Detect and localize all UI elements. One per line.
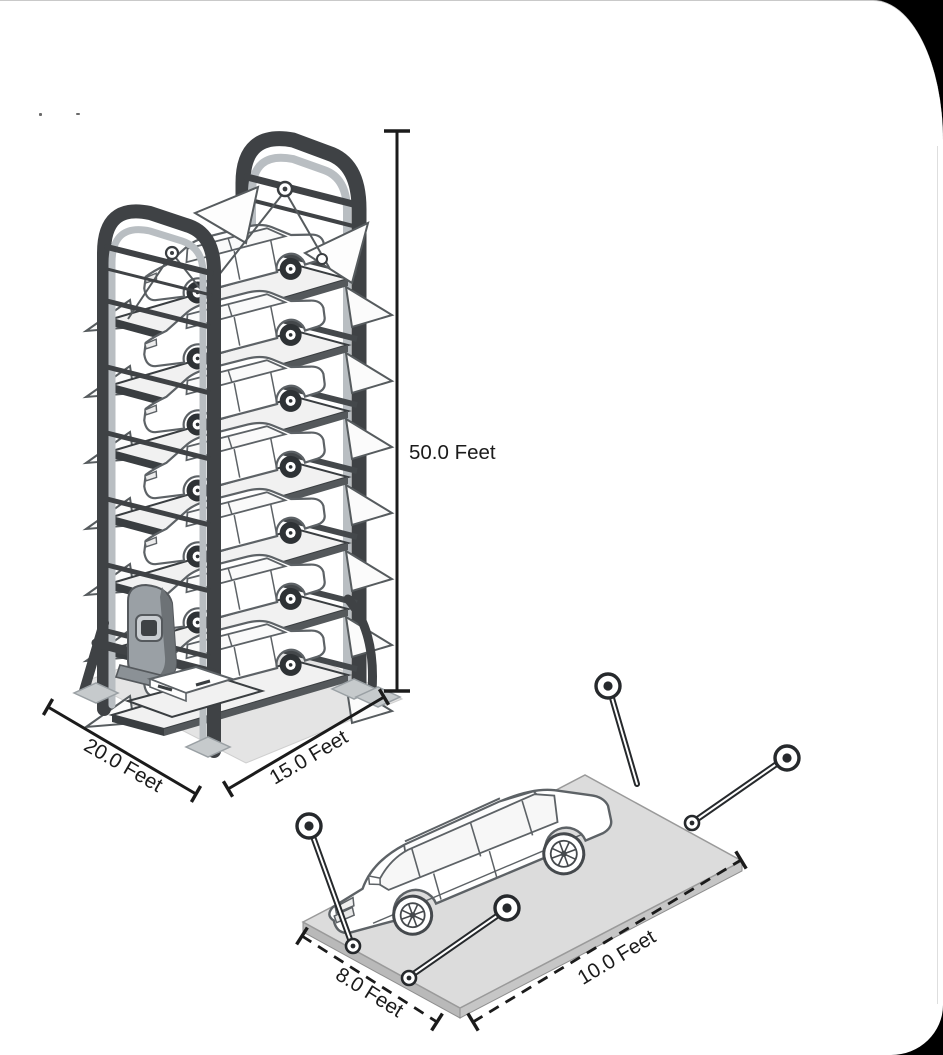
- ground-pallet: [124, 665, 266, 719]
- right-edge-line: [937, 146, 938, 1004]
- corner-pin-right: [683, 744, 801, 832]
- speck-dot: [39, 113, 42, 116]
- corner-pin-front: [400, 894, 521, 987]
- rotary-tower-illustration: [72, 131, 404, 764]
- tower-base: [72, 594, 402, 758]
- dimension-label-tower-width: 20.0 Feet: [80, 734, 167, 797]
- rear-wheel: [542, 832, 586, 876]
- front-wheel: [392, 894, 434, 936]
- corner-pin-left: [295, 812, 362, 955]
- tower-frame-back: [235, 131, 367, 697]
- tower-frame-front: [97, 204, 221, 758]
- parking-pad-illustration: [301, 774, 744, 1019]
- dimension-tower-height: 50.0 Feet: [384, 129, 496, 693]
- speck-dot: [76, 113, 80, 115]
- chain-rungs-front: [106, 298, 211, 660]
- drive-motor-unit: [91, 583, 218, 694]
- dimension-label-tower-height: 50.0 Feet: [409, 441, 496, 464]
- station-wagon-illustration: [328, 788, 613, 936]
- corner-pin-top: [594, 672, 640, 787]
